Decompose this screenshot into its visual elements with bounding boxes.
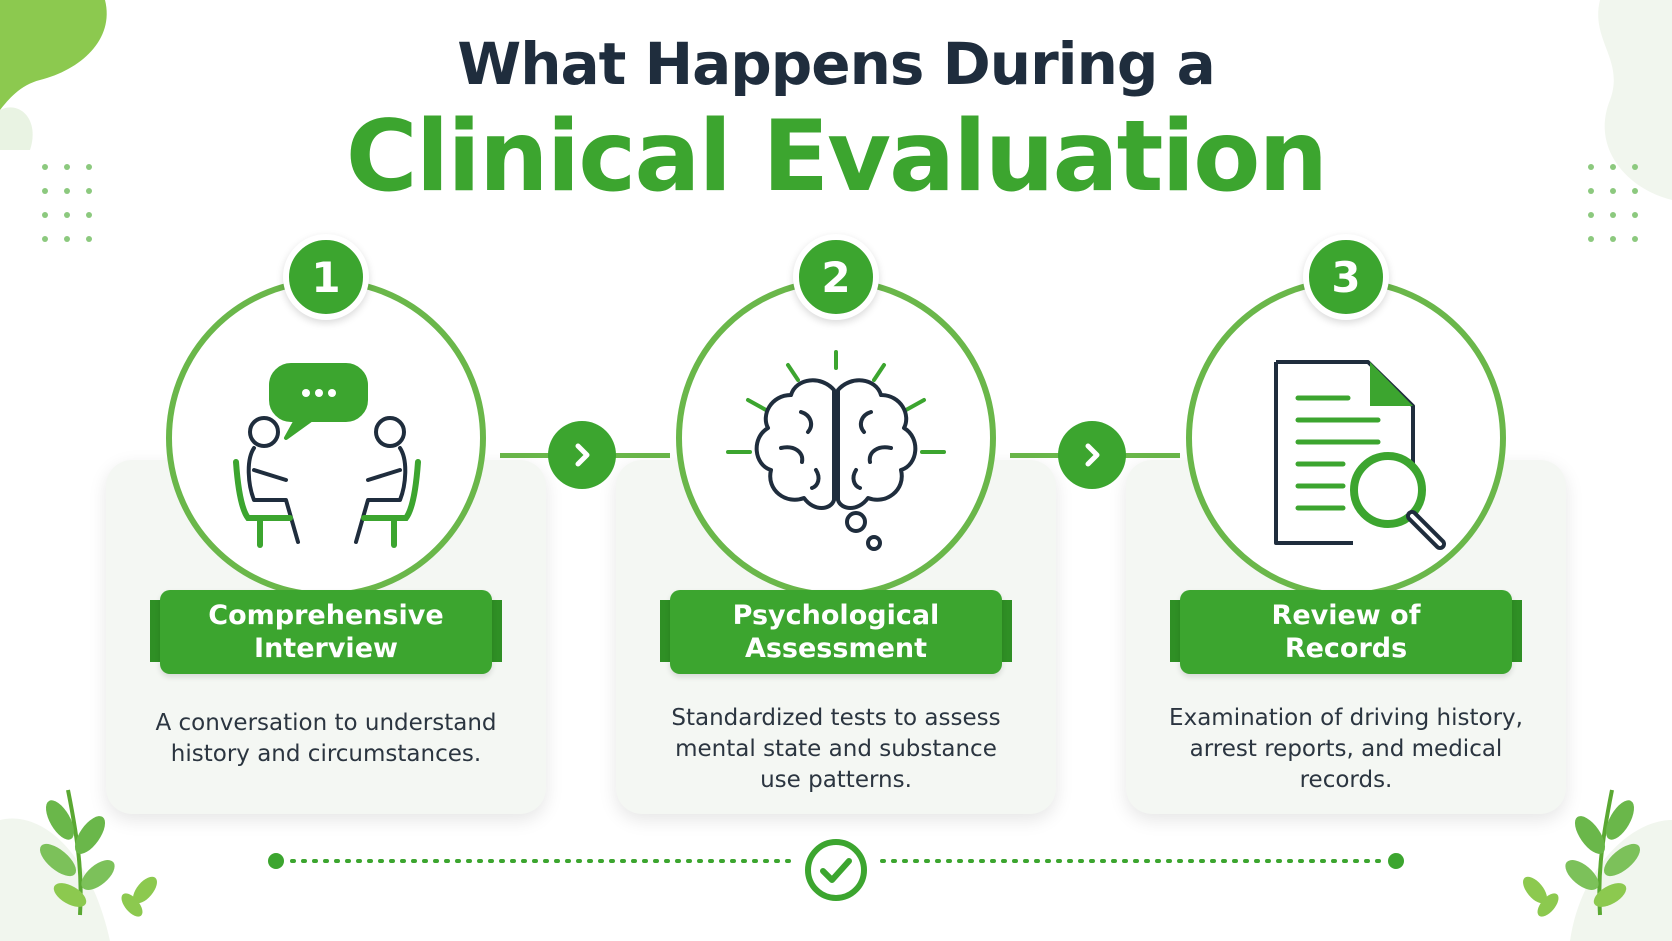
step-title-2: Psychological Assessment xyxy=(670,590,1002,674)
step-number-3: 3 xyxy=(1303,234,1389,320)
leaf-sprig-right-icon xyxy=(1523,789,1641,917)
next-arrow-1 xyxy=(548,421,616,489)
step-number-2: 2 xyxy=(793,234,879,320)
chevron-right-icon xyxy=(1085,443,1100,467)
dot-grid-right xyxy=(1588,164,1638,242)
page-title-line1: What Happens During a xyxy=(457,30,1215,98)
dot-grid-left xyxy=(42,164,92,242)
corner-blob-top-right xyxy=(1598,0,1672,200)
document-magnifier-icon xyxy=(1274,360,1446,550)
step-title-text-2: Psychological Assessment xyxy=(732,600,940,664)
corner-blob-bottom-left xyxy=(0,818,110,941)
step-title-1: Comprehensive Interview xyxy=(160,590,492,674)
page-title-line2: Clinical Evaluation xyxy=(345,100,1328,214)
corner-blob-top-left xyxy=(0,0,107,150)
corner-blob-bottom-right xyxy=(1570,820,1672,941)
brain-icon xyxy=(726,350,946,551)
leaf-sprig-left-icon xyxy=(39,789,157,917)
step-title-text-1: Comprehensive Interview xyxy=(208,600,444,664)
next-arrow-2 xyxy=(1058,421,1126,489)
step-title-text-3: Review of Records xyxy=(1271,600,1421,664)
checkmark-circle-icon xyxy=(805,839,867,901)
step-description-1: A conversation to understand history and… xyxy=(155,710,497,767)
two-people-conversation-icon xyxy=(233,363,421,548)
step-description-3: Examination of driving history, arrest r… xyxy=(1169,705,1523,793)
chevron-right-icon xyxy=(575,443,590,467)
step-number-1: 1 xyxy=(283,234,369,320)
step-title-3: Review of Records xyxy=(1180,590,1512,674)
footer-progress-line xyxy=(268,853,1404,869)
step-description-2: Standardized tests to assess mental stat… xyxy=(671,705,1001,793)
